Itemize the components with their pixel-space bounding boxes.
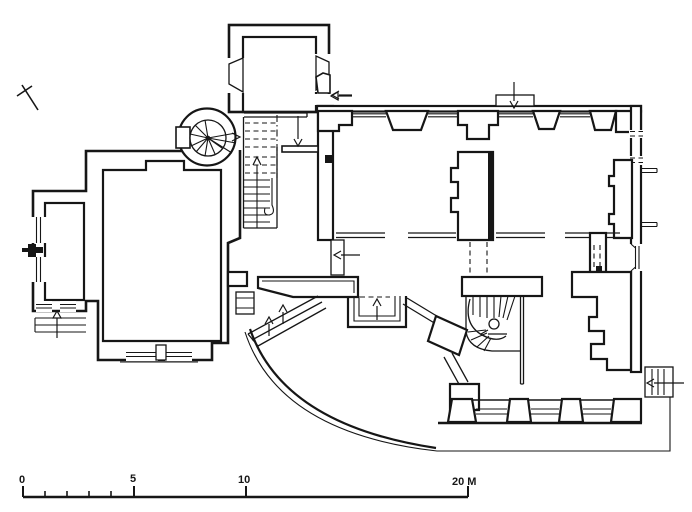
spiral-staircase bbox=[175, 107, 242, 167]
porch-door-arrow-icon bbox=[332, 250, 360, 260]
exterior-steps bbox=[247, 295, 327, 347]
straight-staircase bbox=[242, 115, 278, 229]
entrance-down-arrow-icon bbox=[509, 82, 519, 110]
main-block bbox=[281, 72, 658, 374]
door-arrow-icon bbox=[330, 90, 352, 100]
scale-label-20: 20 M bbox=[452, 476, 476, 488]
scale-label-10: 10 bbox=[238, 474, 250, 486]
stair-up-arrow-icon bbox=[252, 155, 262, 228]
exterior-stair-east bbox=[644, 366, 684, 398]
winder-arrow-icon bbox=[479, 329, 507, 339]
stair-direction-arrow-icon bbox=[231, 132, 242, 142]
turret bbox=[315, 72, 331, 94]
down-arrow-icon bbox=[293, 116, 303, 148]
left-wing bbox=[22, 149, 255, 363]
scale-bar: 0 5 10 20 M bbox=[19, 473, 476, 499]
south-wall bbox=[438, 366, 684, 425]
winder-staircase bbox=[460, 275, 544, 385]
terrace-arrow-icon bbox=[372, 297, 382, 320]
window-mullion-icon bbox=[22, 244, 43, 257]
scale-label-0: 0 bbox=[19, 474, 25, 486]
north-mark-icon bbox=[16, 84, 39, 111]
steps-up-arrow-icon bbox=[51, 309, 63, 338]
chimney-mass bbox=[570, 270, 633, 372]
tower-room bbox=[227, 23, 352, 118]
scale-label-5: 5 bbox=[130, 473, 136, 485]
